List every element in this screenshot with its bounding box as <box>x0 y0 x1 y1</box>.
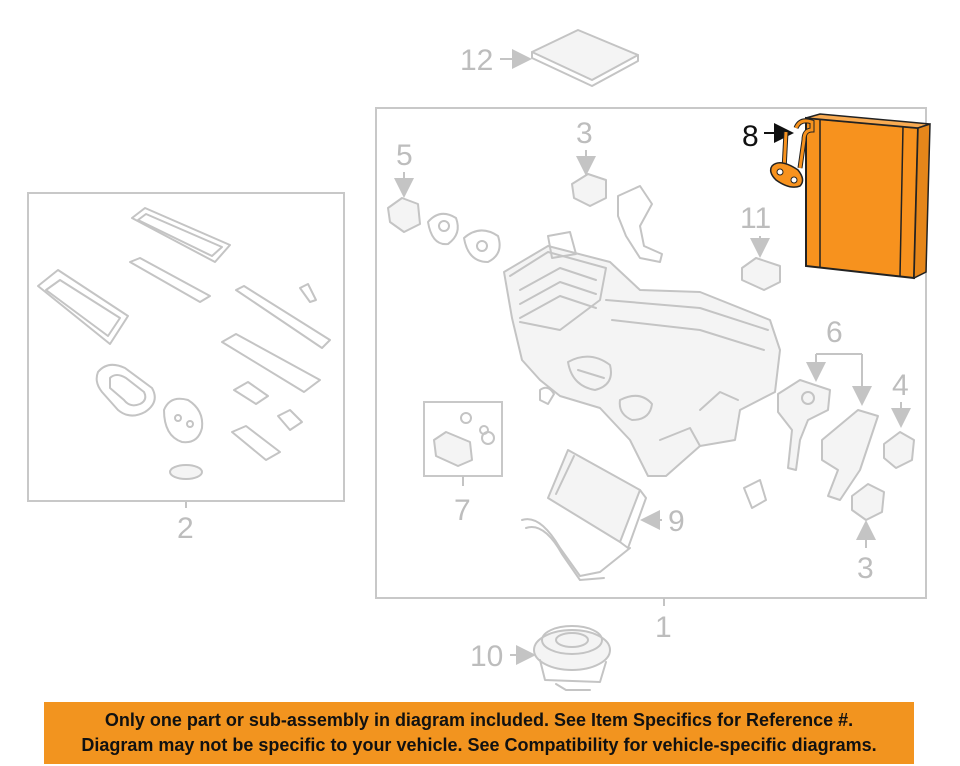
parts-diagram: 12 2 1 <box>27 29 931 691</box>
item-3-actuator-bottom: 3 <box>851 483 885 585</box>
callout-3-top: 3 <box>576 117 593 150</box>
callout-12: 12 <box>460 44 493 77</box>
callout-9: 9 <box>668 505 685 538</box>
item-2-seal-kit: 2 <box>27 192 345 545</box>
item-10-blower-motor: 10 <box>470 625 611 691</box>
callout-5: 5 <box>396 139 413 172</box>
callout-1: 1 <box>655 611 672 644</box>
item-9-heater-core: 9 <box>521 449 685 581</box>
item-1-hvac-housing: 1 <box>375 107 927 644</box>
disclaimer-line-1: Only one part or sub-assembly in diagram… <box>104 710 854 730</box>
callout-8: 8 <box>742 120 759 153</box>
callout-4: 4 <box>892 369 909 402</box>
callout-11: 11 <box>740 202 771 235</box>
callout-7: 7 <box>454 494 471 527</box>
callout-3-bottom: 3 <box>857 552 874 585</box>
callout-6: 6 <box>826 316 843 349</box>
item-5-actuator: 5 <box>387 139 501 263</box>
item-12-cabin-filter: 12 <box>460 29 639 87</box>
housing-box <box>375 107 927 599</box>
disclaimer-banner: Only one part or sub-assembly in diagram… <box>44 702 914 764</box>
seal-kit-box <box>27 192 345 502</box>
item-11-sensor: 11 <box>740 202 781 291</box>
item-8-evaporator-core: 8 <box>742 113 931 280</box>
disclaimer-line-2: Diagram may not be specific to your vehi… <box>81 735 877 755</box>
callout-2: 2 <box>177 512 194 545</box>
item-7-switch-kit: 7 <box>423 401 503 527</box>
item-3-actuator-top: 3 <box>571 117 663 263</box>
item-4-actuator: 4 <box>883 369 915 469</box>
item-6-actuator-linkage: 6 <box>743 316 879 509</box>
callout-10: 10 <box>470 640 503 673</box>
